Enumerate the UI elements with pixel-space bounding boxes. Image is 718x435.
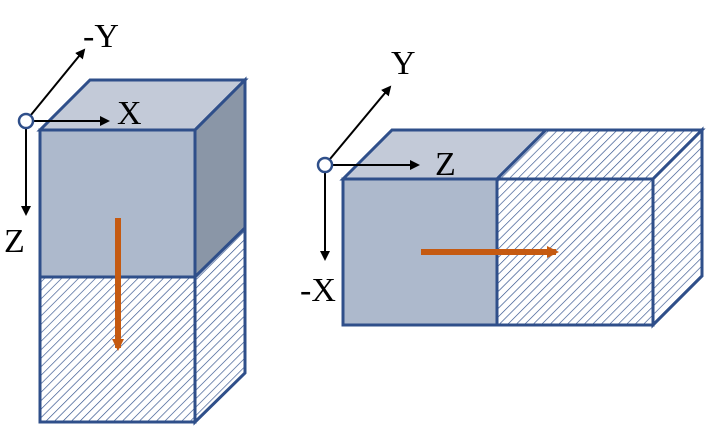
right-axis-diagonal-label: Y bbox=[391, 45, 416, 82]
right-axis-diagonal bbox=[324, 85, 392, 166]
right-axes: Z Y -X bbox=[300, 45, 456, 309]
right-axis-vertical-label: -X bbox=[300, 272, 336, 309]
left-axis-diagonal bbox=[25, 48, 86, 122]
left-axes: X -Y Z bbox=[4, 18, 142, 260]
left-axis-origin bbox=[17, 112, 35, 130]
left-axis-x-label: X bbox=[117, 95, 142, 132]
right-axis-origin bbox=[316, 156, 334, 174]
left-axis-vertical-label: Z bbox=[4, 223, 25, 260]
left-axis-diagonal-label: -Y bbox=[83, 18, 119, 55]
right-block bbox=[339, 126, 706, 329]
left-block bbox=[36, 76, 249, 426]
right-axis-x-label: Z bbox=[435, 146, 456, 183]
